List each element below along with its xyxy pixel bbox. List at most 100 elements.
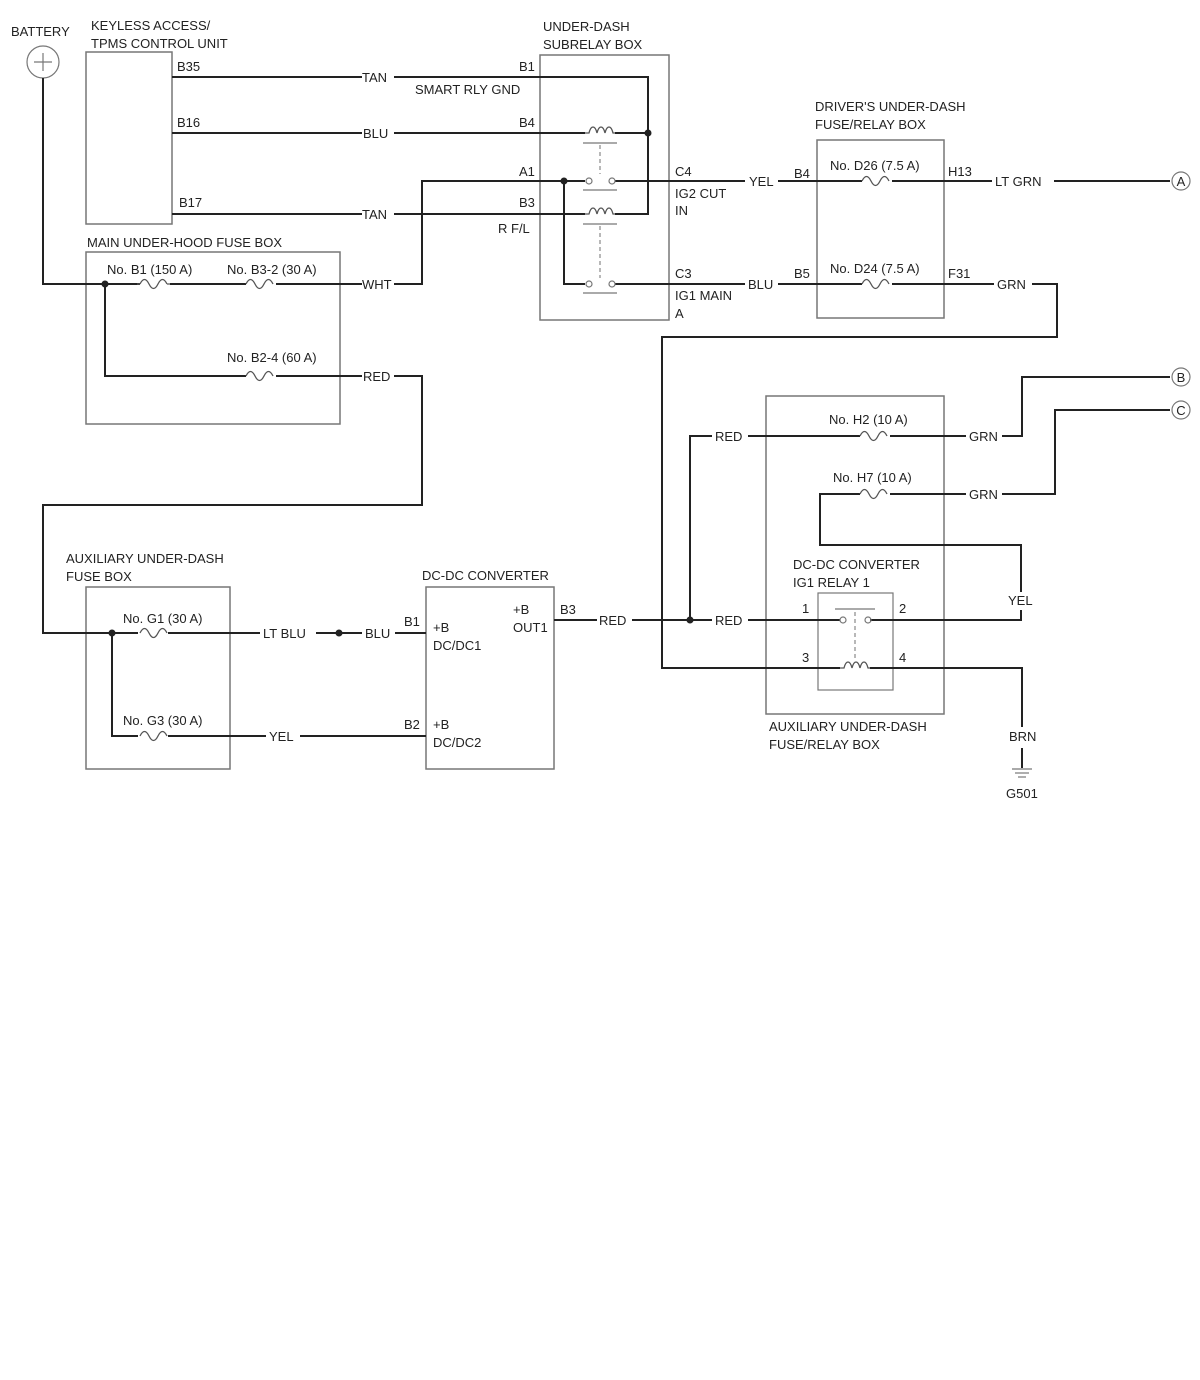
- wire-yel-g3[interactable]: [111, 633, 426, 737]
- fuse-d26-label: No. D26 (7.5 A): [830, 158, 920, 173]
- subrelay-title-2: SUBRELAY BOX: [543, 37, 643, 52]
- pin-drv-b5: B5: [794, 266, 810, 281]
- wire-label-blu-1: BLU: [363, 126, 388, 141]
- dcdc-ig1-relay-box[interactable]: [817, 592, 894, 691]
- dcdc-ig1-relay-symbol[interactable]: [835, 608, 875, 669]
- pin-dc-b3: B3: [560, 602, 576, 617]
- wire-label-blu-2: BLU: [748, 277, 773, 292]
- dcdc-title: DC-DC CONVERTER: [422, 568, 549, 583]
- main-fuse-box-title: MAIN UNDER-HOOD FUSE BOX: [87, 235, 282, 250]
- dcdc-relay-title-1: DC-DC CONVERTER: [793, 557, 920, 572]
- terminal-ig1-main-2: A: [675, 306, 684, 321]
- subrelay-title-1: UNDER-DASH: [543, 19, 630, 34]
- main-under-hood-fuse-box[interactable]: [85, 251, 341, 425]
- pin-sub-b3: B3: [519, 195, 535, 210]
- pin-relay-2: 2: [899, 601, 906, 616]
- battery-symbol[interactable]: [26, 45, 60, 79]
- keyless-title-2: TPMS CONTROL UNIT: [91, 36, 228, 51]
- wire-grn-h2[interactable]: [890, 376, 1170, 437]
- fuse-b1-symbol[interactable]: [137, 278, 170, 290]
- auxiliary-fuse-relay-box[interactable]: [765, 395, 945, 715]
- splice-subrelay-a1: [560, 177, 568, 185]
- terminal-smart-rly-gnd: SMART RLY GND: [415, 82, 520, 97]
- pin-drv-b4: B4: [794, 166, 810, 181]
- terminal-ig2-cut-2: IN: [675, 203, 688, 218]
- wire-tan-b35[interactable]: [172, 76, 649, 135]
- splice-aux-fuse: [108, 629, 116, 637]
- pin-b17: B17: [179, 195, 202, 210]
- pin-relay-1: 1: [802, 601, 809, 616]
- wire-label-tan-1: TAN: [362, 70, 387, 85]
- keyless-title-1: KEYLESS ACCESS/: [91, 18, 211, 33]
- wire-red-h2[interactable]: [689, 435, 860, 620]
- fuse-d24-symbol[interactable]: [861, 278, 890, 290]
- subrelay-ig2-cut-relay[interactable]: [583, 126, 617, 191]
- fuse-b3-2-label: No. B3-2 (30 A): [227, 262, 317, 277]
- wire-subrelay-internal-feed[interactable]: [533, 180, 585, 285]
- terminal-b-dcdc1-1: +B: [433, 620, 449, 635]
- wire-grn-f31[interactable]: [661, 283, 1058, 669]
- terminal-out1-1: +B: [513, 602, 529, 617]
- fuse-d26-symbol[interactable]: [861, 175, 890, 187]
- ground-symbol: [1012, 768, 1032, 778]
- fuse-b2-4-label: No. B2-4 (60 A): [227, 350, 317, 365]
- fuse-g1-symbol[interactable]: [139, 627, 168, 639]
- wire-grn-h7[interactable]: [819, 409, 1170, 621]
- wire-label-red-relay: RED: [715, 613, 742, 628]
- wire-label-brn: BRN: [1009, 729, 1036, 744]
- subrelay-ig1-main-relay[interactable]: [583, 207, 617, 294]
- fuse-b2-4-symbol[interactable]: [245, 370, 274, 382]
- wire-wht[interactable]: [276, 180, 533, 285]
- wire-label-grn-h7: GRN: [969, 487, 998, 502]
- wire-label-grn-1: GRN: [997, 277, 1026, 292]
- wire-label-wht: WHT: [362, 277, 392, 292]
- pin-dc-b1: B1: [404, 614, 420, 629]
- fuse-h2-symbol[interactable]: [859, 430, 888, 442]
- keyless-control-unit-box[interactable]: [85, 51, 173, 225]
- fuse-g1-label: No. G1 (30 A): [123, 611, 202, 626]
- wire-subrelay-coil-return[interactable]: [615, 132, 649, 215]
- wire-red-b2-4[interactable]: [42, 284, 423, 634]
- pin-relay-3: 3: [802, 650, 809, 665]
- wire-label-ltblu: LT BLU: [263, 626, 306, 641]
- terminal-out1-2: OUT1: [513, 620, 548, 635]
- aux-fuse-title-1: AUXILIARY UNDER-DASH: [66, 551, 224, 566]
- wire-label-grn-h2: GRN: [969, 429, 998, 444]
- aux-relay-title-2: FUSE/RELAY BOX: [769, 737, 880, 752]
- wire-label-red-out: RED: [599, 613, 626, 628]
- auxiliary-fuse-box[interactable]: [85, 586, 231, 770]
- connector-a[interactable]: A: [1171, 171, 1191, 191]
- pin-relay-4: 4: [899, 650, 906, 665]
- fuse-h2-label: No. H2 (10 A): [829, 412, 908, 427]
- wire-label-red-1: RED: [363, 369, 390, 384]
- terminal-ig2-cut-1: IG2 CUT: [675, 186, 726, 201]
- connector-b[interactable]: B: [1171, 367, 1191, 387]
- pin-b16: B16: [177, 115, 200, 130]
- terminal-ig1-main-1: IG1 MAIN: [675, 288, 732, 303]
- wire-label-blu-dc: BLU: [365, 626, 390, 641]
- terminal-b-dcdc2-2: DC/DC2: [433, 735, 481, 750]
- pin-drv-f31: F31: [948, 266, 970, 281]
- dcdc-converter-box[interactable]: [425, 586, 555, 770]
- pin-sub-a1: A1: [519, 164, 535, 179]
- splice-red-out: [686, 616, 694, 624]
- battery-label: BATTERY: [11, 24, 70, 39]
- connector-c[interactable]: C: [1171, 400, 1191, 420]
- terminal-b-dcdc1-2: DC/DC1: [433, 638, 481, 653]
- drivers-title-2: FUSE/RELAY BOX: [815, 117, 926, 132]
- fuse-h7-symbol[interactable]: [859, 488, 888, 500]
- fuse-g3-symbol[interactable]: [139, 730, 168, 742]
- dcdc-relay-title-2: IG1 RELAY 1: [793, 575, 870, 590]
- terminal-b-dcdc2-1: +B: [433, 717, 449, 732]
- wire-brn-ground[interactable]: [870, 667, 1023, 768]
- connector-c-label: C: [1176, 403, 1185, 418]
- pin-sub-b1: B1: [519, 59, 535, 74]
- under-dash-subrelay-box[interactable]: [539, 54, 670, 321]
- splice-subrelay-b1: [644, 129, 652, 137]
- drivers-fuse-relay-box[interactable]: [816, 139, 945, 319]
- fuse-b3-2-symbol[interactable]: [245, 278, 274, 290]
- splice-ltblu-blu: [335, 629, 343, 637]
- fuse-b1-label: No. B1 (150 A): [107, 262, 192, 277]
- wire-battery-feed[interactable]: [42, 78, 140, 285]
- drivers-title-1: DRIVER'S UNDER-DASH: [815, 99, 966, 114]
